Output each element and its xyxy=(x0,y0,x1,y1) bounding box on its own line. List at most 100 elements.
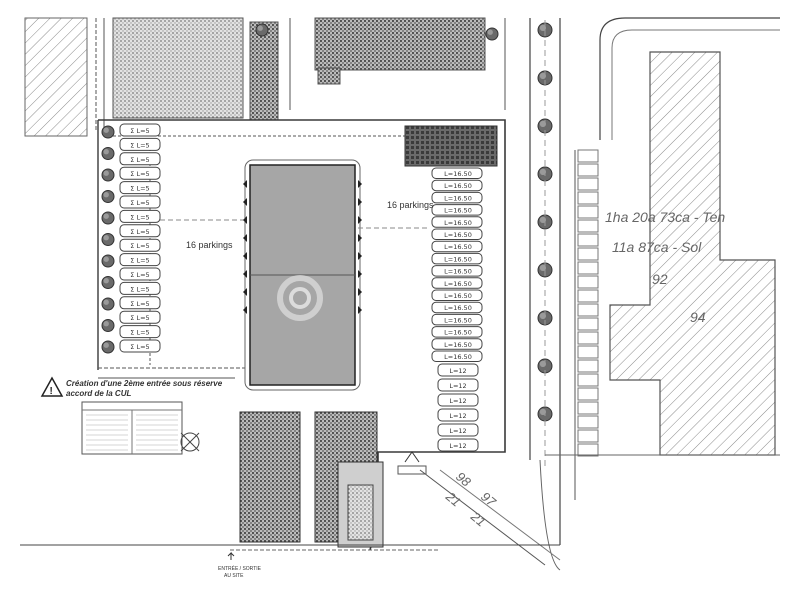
left-stall xyxy=(119,267,161,281)
parcel-21b: 21 xyxy=(467,508,488,529)
left-stall-label: Σ L=5 xyxy=(130,314,149,322)
roadside-stall xyxy=(577,163,599,177)
right-stall-label: L=16.50 xyxy=(444,329,472,337)
curved-road-outline xyxy=(599,17,780,140)
roadside-stall xyxy=(577,177,599,191)
bottom-block-a xyxy=(239,411,301,543)
roadside-stall xyxy=(577,149,599,163)
right-stall xyxy=(431,252,483,265)
tree-highlight xyxy=(103,149,109,155)
facade-marker xyxy=(243,252,247,260)
right-stall-label: L=16.50 xyxy=(444,280,472,288)
right-stall-label: L=16.50 xyxy=(444,182,472,190)
right-stall-label: L=16.50 xyxy=(444,207,472,215)
left-stall xyxy=(119,310,161,324)
right-stall xyxy=(431,289,483,301)
tree-highlight xyxy=(487,29,493,35)
neighbor-building-c xyxy=(314,17,486,71)
facade-marker xyxy=(358,252,362,260)
left-stall xyxy=(119,209,161,223)
left-stall xyxy=(119,195,161,209)
neighbor-annex xyxy=(317,67,341,85)
roadside-stall xyxy=(577,345,599,359)
right-stall-label: L=16.50 xyxy=(444,243,472,251)
tree-highlight xyxy=(103,235,109,241)
right-stall-small xyxy=(437,393,479,407)
dark-annex-building xyxy=(404,125,498,167)
facade-marker xyxy=(243,198,247,206)
left-stall xyxy=(119,137,161,151)
left-stall-label: Σ L=5 xyxy=(130,257,149,265)
right-stall-label: L=16.50 xyxy=(444,353,472,361)
tree-highlight xyxy=(539,168,547,176)
left-stall xyxy=(119,224,161,238)
left-stall xyxy=(119,166,161,180)
right-stall-small xyxy=(437,438,479,452)
tree-highlight xyxy=(103,321,109,327)
left-stall xyxy=(119,253,161,267)
tree-highlight xyxy=(539,360,547,368)
parcel-98: 98 xyxy=(453,469,474,490)
facade-marker xyxy=(358,198,362,206)
right-stall-small-label: L=12 xyxy=(449,442,466,450)
right-stall xyxy=(431,326,483,338)
tree-highlight xyxy=(257,25,263,31)
left-stall xyxy=(119,238,161,252)
neighbor-building-a xyxy=(112,17,244,119)
left-stall-label: Σ L=5 xyxy=(130,242,149,250)
right-stall-small-label: L=12 xyxy=(449,412,466,420)
right-stall-label: L=16.50 xyxy=(444,194,472,202)
right-stall-label: L=16.50 xyxy=(444,304,472,312)
roadside-stall xyxy=(577,401,599,415)
tree-highlight xyxy=(539,120,547,128)
parking-count-right: 16 parkings xyxy=(387,200,434,210)
left-stall-label: Σ L=5 xyxy=(130,228,149,236)
left-stall-label: Σ L=5 xyxy=(130,271,149,279)
roadside-stall xyxy=(577,191,599,205)
left-stall xyxy=(119,281,161,295)
left-stall-label: Σ L=5 xyxy=(130,170,149,178)
left-stall-label: Σ L=5 xyxy=(130,127,149,135)
right-stall xyxy=(431,277,483,289)
roadside-stall xyxy=(577,359,599,373)
right-stall xyxy=(431,204,483,216)
tree-highlight xyxy=(539,408,547,416)
parcel-92: 92 xyxy=(652,271,668,287)
left-stall-label: Σ L=5 xyxy=(130,329,149,337)
right-stall xyxy=(431,167,483,179)
cadastre-area-1: 1ha 20a 73ca - Ten xyxy=(605,209,725,225)
left-parking-stalls: Σ L=5 Σ L=5 Σ L=5 Σ L=5 Σ L=5 Σ L=5 Σ L=5 Σ L=5… xyxy=(119,123,161,353)
left-stall xyxy=(119,325,161,339)
roadside-stall xyxy=(577,415,599,429)
facade-marker xyxy=(358,270,362,278)
roadside-stall xyxy=(577,275,599,289)
cadastre-area-2: 11a 87ca - Sol xyxy=(612,239,702,255)
right-parking-stalls: L=16.50L=16.50L=16.50L=16.50L=16.50L=16.… xyxy=(431,167,483,452)
note-box: ! Création d'une 2ème entrée sous réserv… xyxy=(40,180,362,455)
right-stall xyxy=(431,265,483,277)
note-line-1: Création d'une 2ème entrée sous réserve xyxy=(66,379,223,388)
tree-highlight xyxy=(103,170,109,176)
right-stall-label: L=16.50 xyxy=(444,341,472,349)
left-stall xyxy=(119,152,161,166)
tree-highlight xyxy=(539,24,547,32)
facade-marker xyxy=(358,306,362,314)
left-stall-label: Σ L=5 xyxy=(130,343,149,351)
right-stall-small xyxy=(437,408,479,422)
neighbor-building-b xyxy=(249,21,279,121)
right-stall xyxy=(431,301,483,314)
left-stall xyxy=(119,339,161,353)
left-stall-label: Σ L=5 xyxy=(130,285,149,293)
tree-highlight xyxy=(103,299,109,305)
entry-label-2: AU SITE xyxy=(224,573,244,579)
right-stall-small-label: L=12 xyxy=(449,367,466,375)
right-stall xyxy=(431,313,483,326)
facade-marker xyxy=(243,216,247,224)
parcel-97: 97 xyxy=(478,489,499,510)
hatched-parcel-top-left xyxy=(24,17,88,137)
tree-highlight xyxy=(103,278,109,284)
right-stall xyxy=(431,228,483,240)
right-stall-label: L=16.50 xyxy=(444,219,472,227)
diag-line-1 xyxy=(419,469,546,566)
right-stall xyxy=(431,338,483,350)
